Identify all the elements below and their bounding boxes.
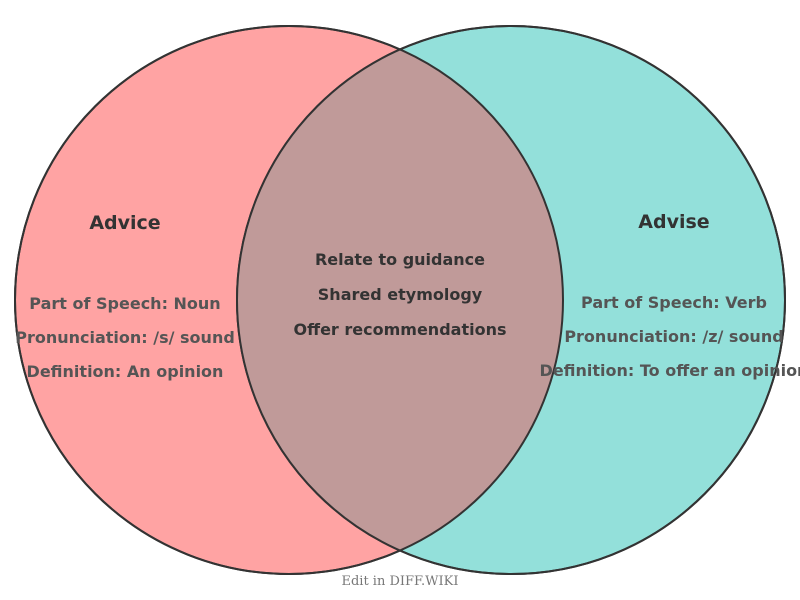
right-set-item: Definition: To offer an opinion: [540, 361, 800, 380]
left-set-item: Part of Speech: Noun: [29, 294, 220, 313]
left-set-title: Advice: [89, 212, 160, 234]
left-set-item: Definition: An opinion: [27, 362, 224, 381]
left-set-item: Pronunciation: /s/ sound: [15, 328, 235, 347]
overlap-item: Relate to guidance: [315, 250, 485, 269]
right-set-item: Part of Speech: Verb: [581, 293, 767, 312]
overlap-item: Shared etymology: [318, 285, 483, 304]
right-set-item: Pronunciation: /z/ sound: [564, 327, 783, 346]
edit-footer-link[interactable]: Edit in DIFF.WIKI: [341, 574, 458, 589]
right-set-outline: [236, 25, 786, 575]
overlap-item: Offer recommendations: [294, 320, 507, 339]
right-set-title: Advise: [638, 211, 709, 233]
overlap-region: [237, 26, 563, 574]
left-set-outline: [14, 25, 564, 575]
